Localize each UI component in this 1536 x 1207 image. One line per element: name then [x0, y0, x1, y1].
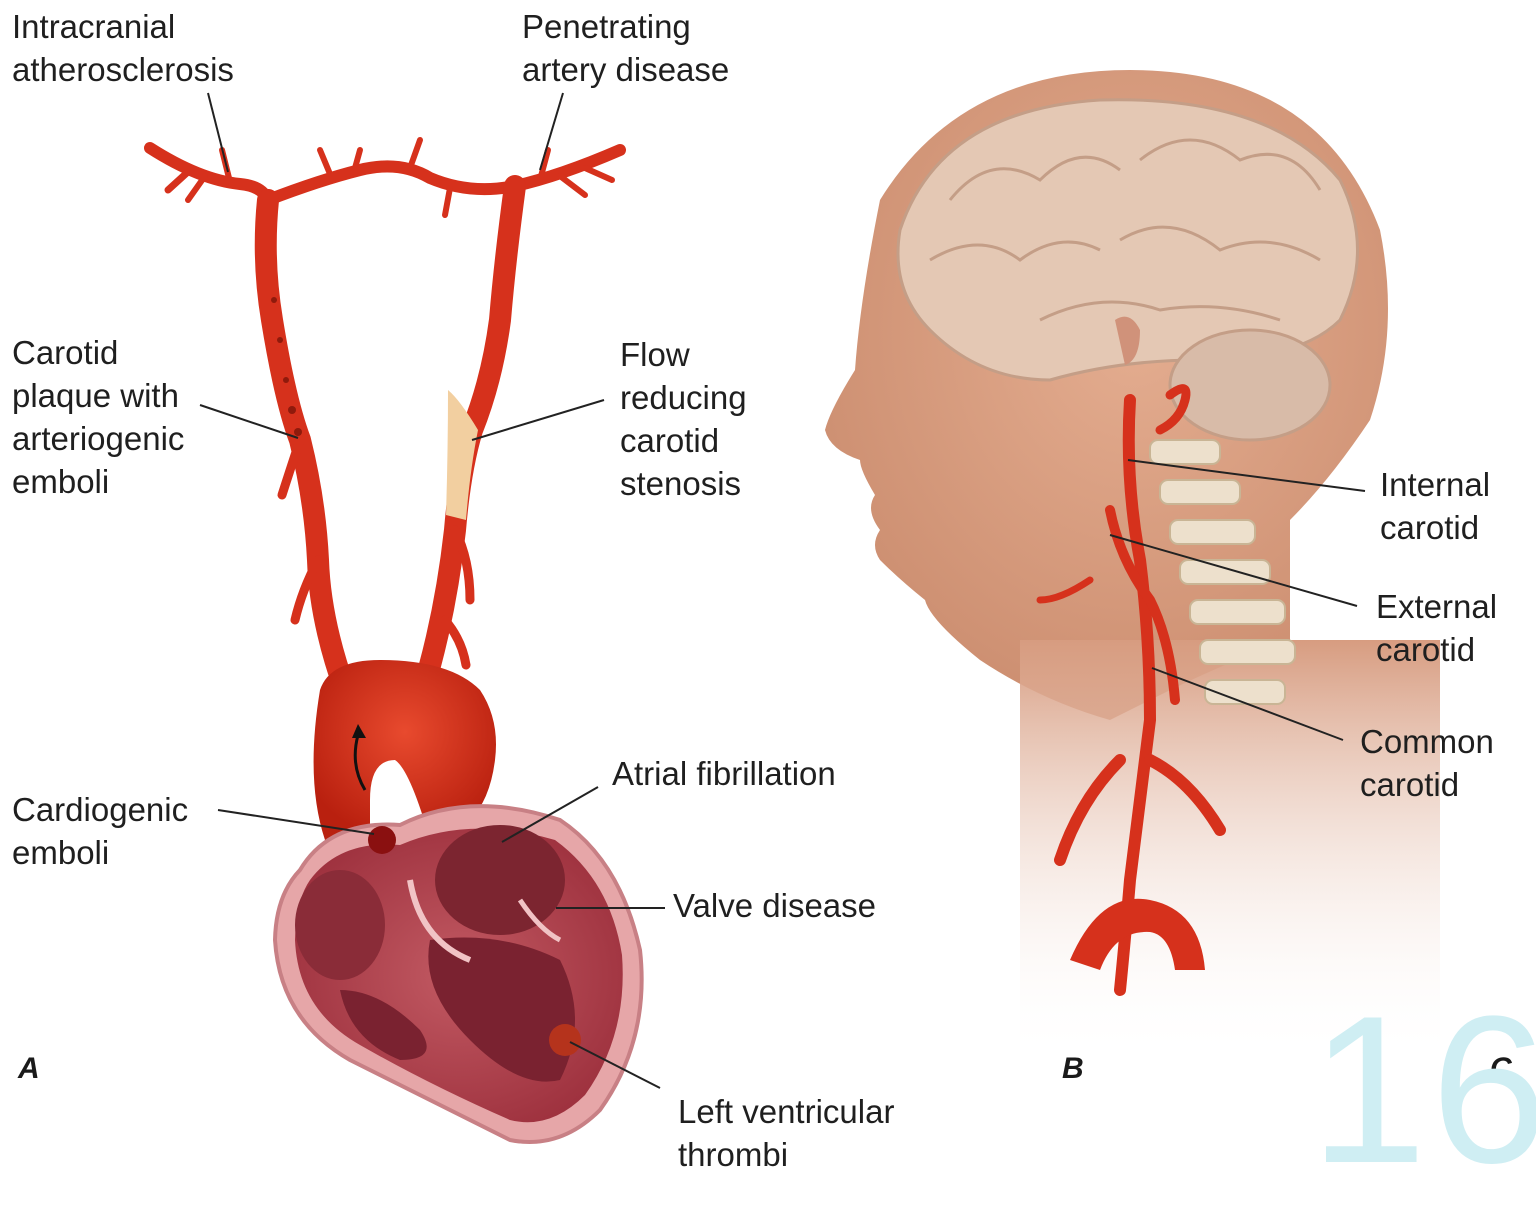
label-external-carotid: External carotid: [1376, 585, 1497, 671]
cardiogenic-embolus: [368, 826, 396, 854]
label-valve-disease: Valve disease: [673, 884, 876, 927]
left-carotid-artery: [266, 200, 345, 690]
head: [825, 70, 1440, 1060]
illustration: [0, 0, 1536, 1171]
label-cardiogenic-emboli: Cardiogenic emboli: [12, 788, 188, 874]
heart: [275, 806, 642, 1142]
left-atrium: [435, 825, 565, 935]
page-number: 16: [1310, 985, 1536, 1195]
panel-letter-a: A: [18, 1052, 40, 1086]
panel-letter-b: B: [1062, 1052, 1084, 1086]
label-carotid-plaque: Carotid plaque with arteriogenic emboli: [12, 331, 184, 503]
label-penetrating-artery-disease: Penetrating artery disease: [522, 5, 729, 91]
cerebellum: [1170, 330, 1330, 440]
label-left-ventricular-thrombi: Left ventricular thrombi: [678, 1090, 894, 1176]
right-atrium: [295, 870, 385, 980]
intracranial-branch: [268, 166, 515, 200]
ventricular-thrombus: [549, 1024, 581, 1056]
label-flow-reducing-stenosis: Flow reducing carotid stenosis: [620, 333, 747, 505]
arterial-tree: [150, 140, 620, 700]
label-intracranial-atherosclerosis: Intracranial atherosclerosis: [12, 5, 234, 91]
label-atrial-fibrillation: Atrial fibrillation: [612, 752, 836, 795]
label-internal-carotid: Internal carotid: [1380, 463, 1490, 549]
label-common-carotid: Common carotid: [1360, 720, 1494, 806]
